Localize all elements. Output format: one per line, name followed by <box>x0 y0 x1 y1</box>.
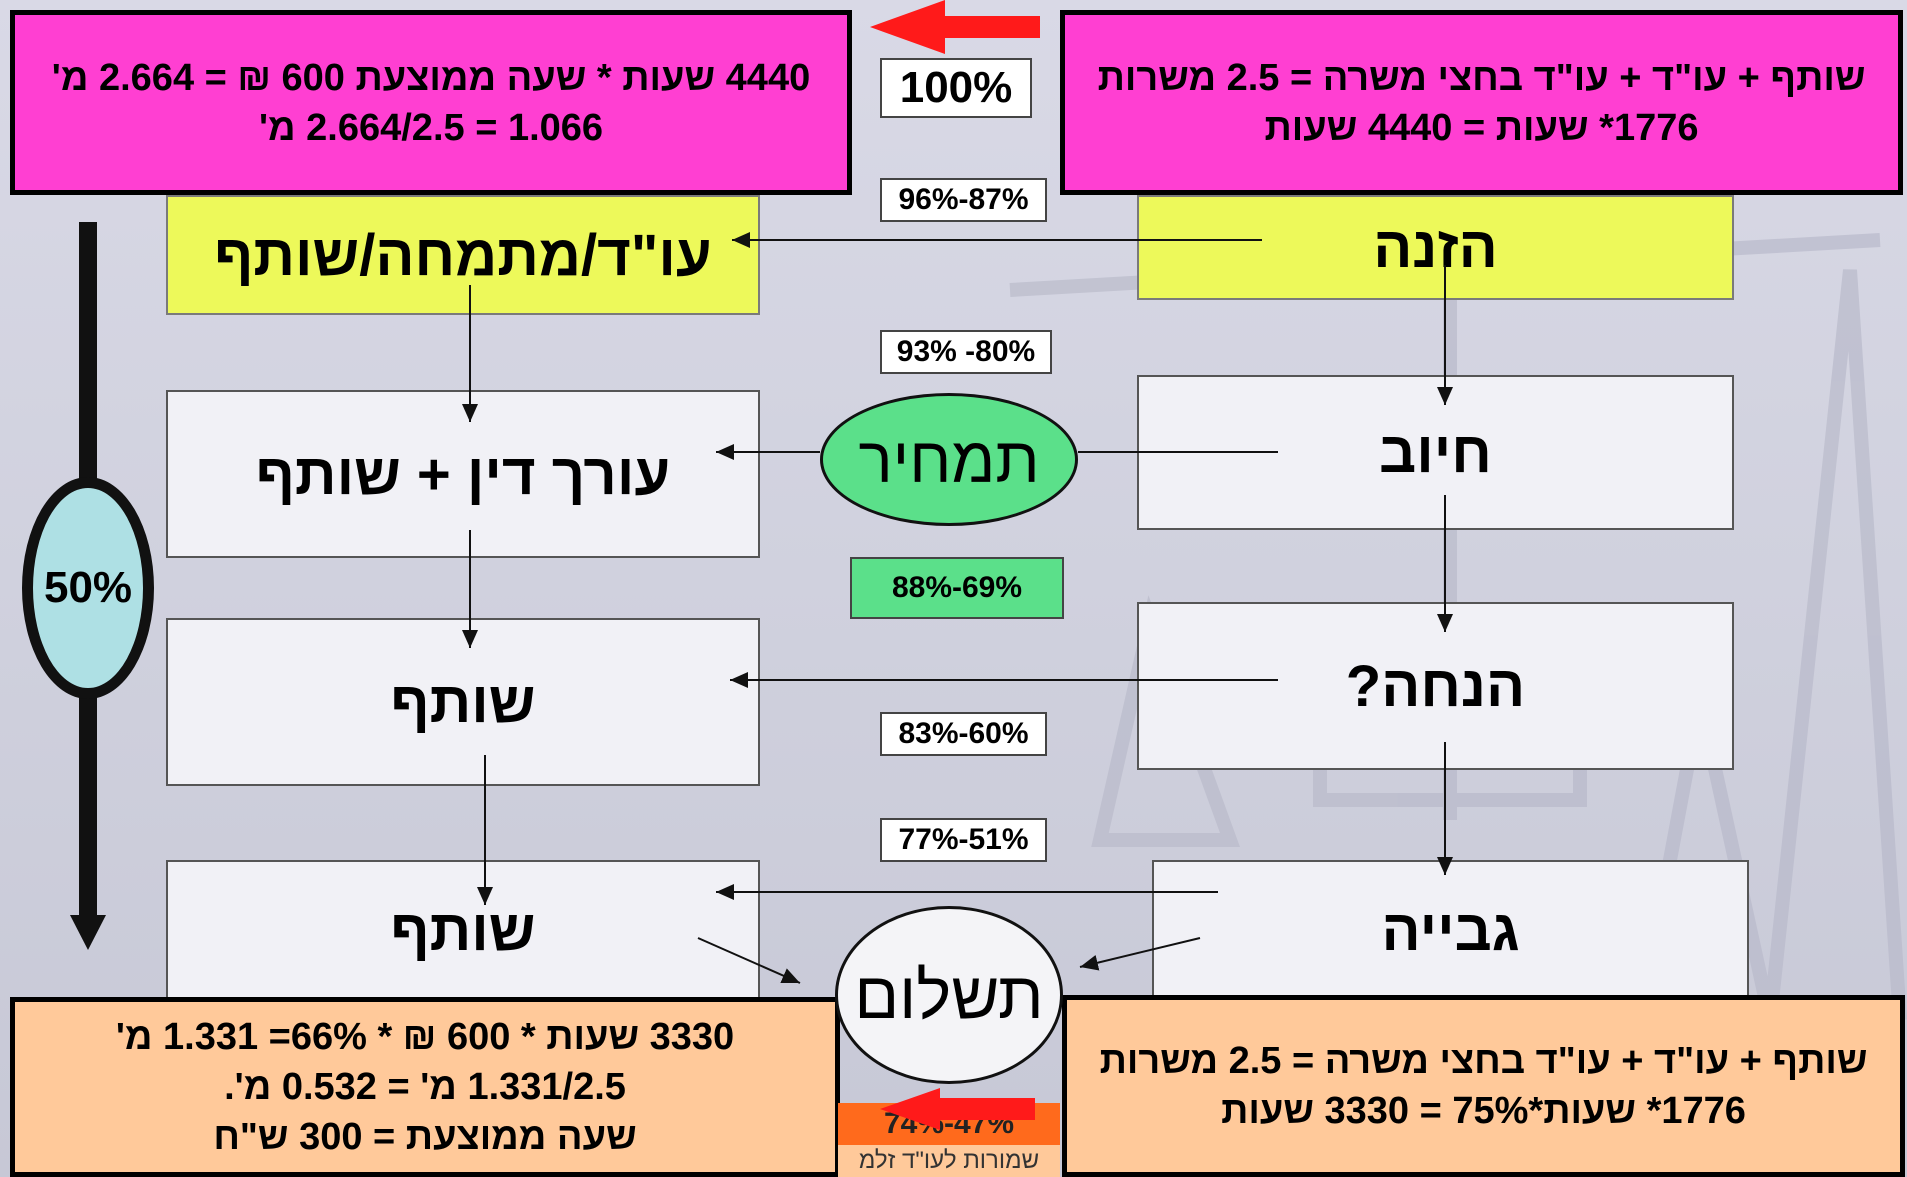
bottom-note: שמורות לעו"ד זלמ <box>838 1145 1060 1177</box>
pct-label-5: 77%-51% <box>880 818 1047 862</box>
top-right-calc-box: שותף + עו"ד + עו"ד בחצי משרה = 2.5 משרות… <box>1060 10 1903 195</box>
bottom-left-line2: 1.331/2.5 מ' = 0.532 מ'. <box>224 1066 626 1108</box>
top-left-line1: 4440 שעות * שעה ממוצעת 600 ₪ = 2.664 מ' <box>51 56 811 99</box>
top-right-line1: שותף + עו"ד + עו"ד בחצי משרה = 2.5 משרות <box>1097 56 1866 99</box>
right-box-discount: הנחה? <box>1137 602 1734 770</box>
top-100-percent: 100% <box>880 58 1032 118</box>
bottom-right-calc-box: שותף + עו"ד + עו"ד בחצי משרה = 2.5 משרות… <box>1062 995 1905 1177</box>
top-right-line2: 1776* שעות = 4440 שעות <box>1264 106 1699 149</box>
left-box-partner-2: שותף <box>166 860 760 1000</box>
pct-label-2: 93% -80% <box>880 330 1052 374</box>
pricing-oval: תמחיר <box>820 393 1078 526</box>
left-box-lawyer-intern-partner: עו"ד/מתמחה/שותף <box>166 195 760 315</box>
payment-circle: תשלום <box>835 906 1063 1084</box>
bottom-right-line1: שותף + עו"ד + עו"ד בחצי משרה = 2.5 משרות <box>1099 1040 1868 1082</box>
left-box-lawyer-partner: עורך דין + שותף <box>166 390 760 558</box>
bottom-left-calc-box: 3330 שעות * 600 ₪ * 66%= 1.331 מ' 1.331/… <box>10 997 840 1177</box>
top-left-line2: 1.066 = 2.664/2.5 מ' <box>258 106 604 149</box>
right-box-collection: גבייה <box>1152 860 1749 1000</box>
right-box-input: הזנה <box>1137 195 1734 300</box>
pct-label-3: 88%-69% <box>850 557 1064 619</box>
fifty-percent-oval: 50% <box>22 477 154 699</box>
pct-label-4: 83%-60% <box>880 712 1047 756</box>
top-left-calc-box: 4440 שעות * שעה ממוצעת 600 ₪ = 2.664 מ' … <box>10 10 852 195</box>
bottom-right-line2: 1776* שעות*75% = 3330 שעות <box>1221 1090 1746 1132</box>
bottom-left-line3: שעה ממוצעת = 300 ש"ח <box>213 1116 637 1158</box>
pct-label-1: 96%-87% <box>880 178 1047 222</box>
bottom-left-line1: 3330 שעות * 600 ₪ * 66%= 1.331 מ' <box>115 1016 735 1058</box>
